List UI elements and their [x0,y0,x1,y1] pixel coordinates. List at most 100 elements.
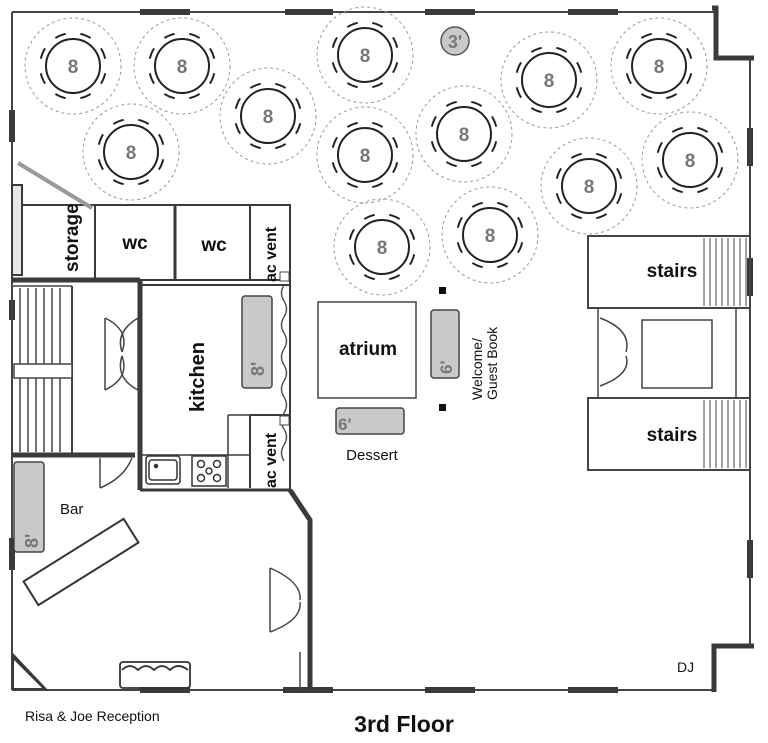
chair [596,152,608,159]
room-label-storage: storage [62,203,83,272]
table-top [103,124,159,180]
chair [372,121,384,128]
welcome-table: 6' [430,309,460,379]
room-label-wc-2: wc [200,235,227,256]
chair [148,73,155,85]
round-table: 8 [415,85,513,183]
stove [191,455,227,487]
chair [666,93,678,100]
chair [189,93,201,100]
chair [671,126,683,133]
chair [656,141,663,153]
chair [456,242,463,254]
chair [372,182,384,189]
chair [209,47,216,59]
chair [138,179,150,186]
chair [717,141,724,153]
kitchen-table: 8' [241,295,273,389]
round-table: 8 [316,6,414,104]
chair [295,97,302,109]
chair [570,152,582,159]
post-top [439,287,446,294]
chair [331,62,338,74]
bar-table: 8' [13,461,45,553]
round-table: 8 [540,137,638,235]
chair [331,36,338,48]
chair [671,187,683,194]
chair [471,161,483,168]
round-table-seat-label: 8 [177,57,188,78]
small-table-label: 3' [448,32,462,52]
chair [576,87,583,99]
chair [234,123,241,135]
chair [625,47,632,59]
chair [666,32,678,39]
corner-wall-top-right [712,5,754,61]
table-top [337,127,393,183]
welcome-table-label: 6' [437,361,456,375]
chair [491,141,498,153]
chair [625,73,632,85]
round-table-seat-label: 8 [68,57,79,78]
door-kitchen [104,317,139,391]
round-table-seat-label: 8 [654,57,665,78]
chair [697,187,709,194]
chair [389,213,401,220]
chair [515,87,522,99]
ac-vent-bottom-box [279,415,290,426]
chair [556,107,568,114]
table-top [561,158,617,214]
chair [409,254,416,266]
sofa [119,661,191,689]
chair [234,97,241,109]
chair [363,213,375,220]
chair [656,167,663,179]
chair [456,216,463,228]
round-table: 8 [610,17,708,115]
chair [163,32,175,39]
chair [409,228,416,240]
room-label-ac-vent-bottom: ac vent [263,432,280,488]
chair [97,159,104,171]
chair [392,36,399,48]
chair [392,62,399,74]
door-stairs [599,317,628,387]
chair [640,93,652,100]
chair [392,162,399,174]
chair [148,47,155,59]
chair [331,136,338,148]
bar-counter [22,517,140,607]
round-table: 8 [82,103,180,201]
chair [471,262,483,269]
chair [209,73,216,85]
right-stairs-block [587,235,751,471]
event-caption: Risa & Joe Reception [25,708,160,724]
chair [497,201,509,208]
round-table: 8 [24,17,122,115]
chair [249,82,261,89]
table-top [462,207,518,263]
bar-table-label: 8' [22,534,42,548]
chair [530,46,542,53]
table-top [240,88,296,144]
chair [249,143,261,150]
label-welcome-1: Welcome/ [469,338,485,400]
round-table-seat-label: 8 [544,71,555,92]
floor-title: 3rd Floor [354,711,454,737]
dessert-table: 6' [335,407,405,435]
chair [556,46,568,53]
chair [640,32,652,39]
chair [275,82,287,89]
round-table: 8 [133,17,231,115]
chair [346,21,358,28]
chair [80,32,92,39]
chair [515,61,522,73]
table-top [154,38,210,94]
room-label-kitchen: kitchen [187,342,209,412]
chair [570,213,582,220]
round-table: 8 [316,106,414,204]
table-top [662,132,718,188]
table-top [354,219,410,275]
